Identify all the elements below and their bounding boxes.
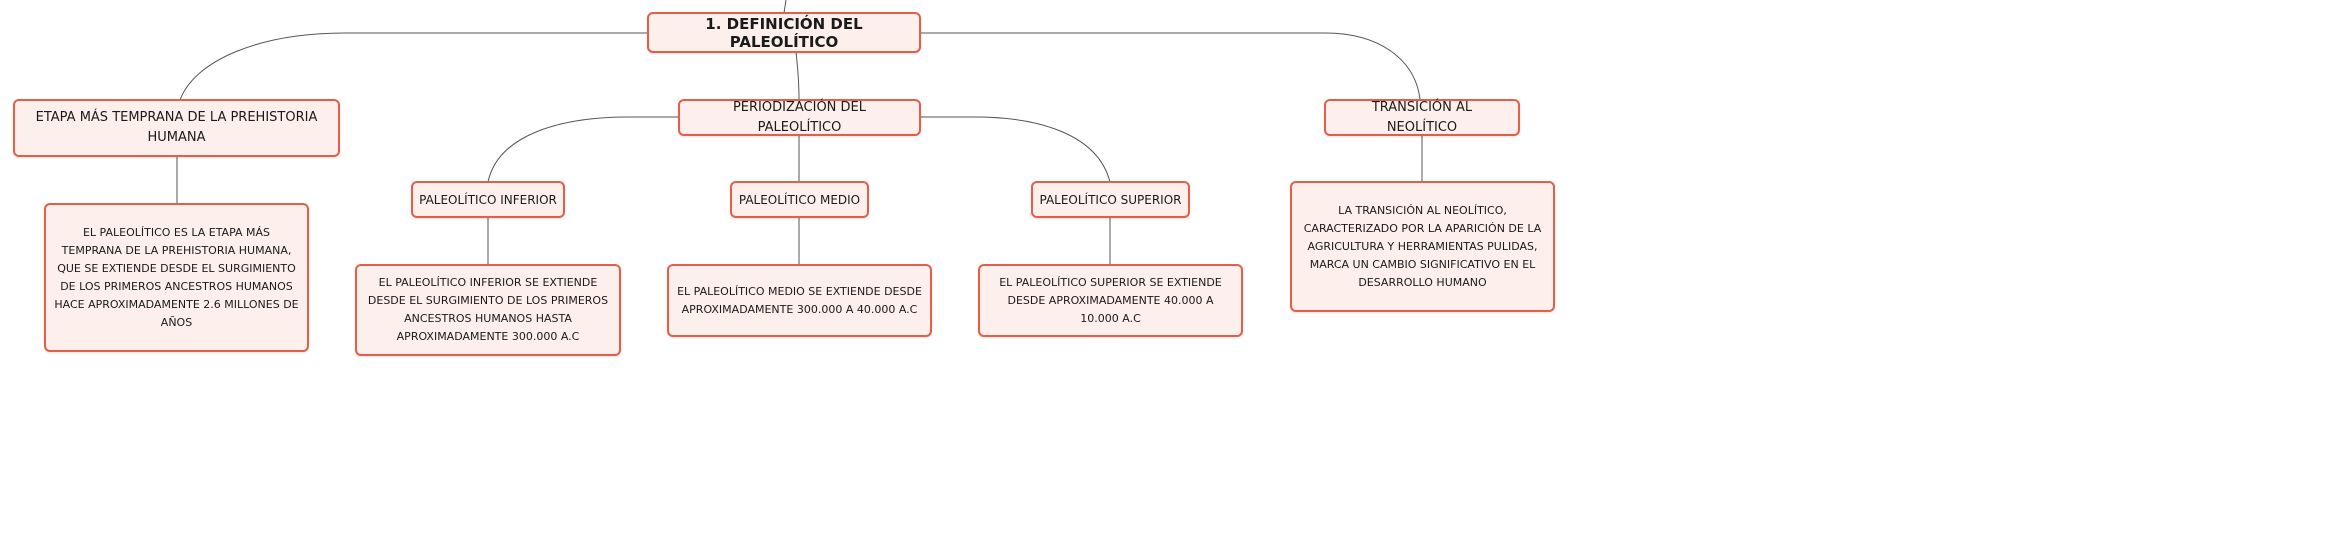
node-transicion[interactable]: TRANSICIÓN AL NEOLÍTICO [1324,99,1520,136]
connector-root-parent [783,0,787,14]
concept-map: 1. DEFINICIÓN DEL PALEOLÍTICO ETAPA MÁS … [0,0,1560,368]
node-paleolitico-superior[interactable]: PALEOLÍTICO SUPERIOR [1031,181,1190,218]
node-etapa[interactable]: ETAPA MÁS TEMPRANA DE LA PREHISTORIA HUM… [13,99,340,157]
connector-root-periodizacion [795,51,800,100]
node-medio-desc[interactable]: EL PALEOLÍTICO MEDIO SE EXTIENDE DESDE A… [667,264,932,337]
connector-periodizacion-inferior [487,116,678,183]
node-inferior-desc[interactable]: EL PALEOLÍTICO INFERIOR SE EXTIENDE DESD… [355,264,621,356]
node-paleolitico-inferior[interactable]: PALEOLÍTICO INFERIOR [411,181,565,218]
connector-root-etapa [179,32,648,101]
node-periodizacion[interactable]: PERIODIZACIÓN DEL PALEOLÍTICO [678,99,921,136]
node-paleolitico-medio[interactable]: PALEOLÍTICO MEDIO [730,181,869,218]
node-etapa-desc[interactable]: EL PALEOLÍTICO ES LA ETAPA MÁS TEMPRANA … [44,203,309,352]
connector-lines [176,0,1423,264]
node-transicion-desc[interactable]: LA TRANSICIÓN AL NEOLÍTICO, CARACTERIZAD… [1290,181,1555,312]
root-node[interactable]: 1. DEFINICIÓN DEL PALEOLÍTICO [647,12,921,53]
node-superior-desc[interactable]: EL PALEOLÍTICO SUPERIOR SE EXTIENDE DESD… [978,264,1243,337]
connector-root-transicion [920,32,1421,100]
connector-periodizacion-superior [920,116,1111,183]
